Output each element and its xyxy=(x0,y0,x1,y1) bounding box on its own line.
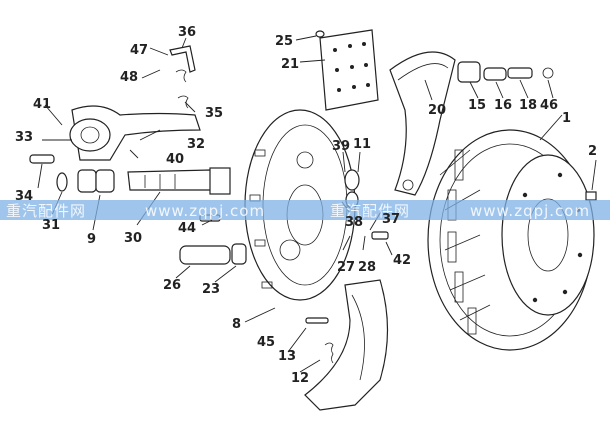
callout-20: 20 xyxy=(428,103,446,118)
brake-drum xyxy=(427,129,595,351)
watermark-cn-repeat: 重汽配件网 xyxy=(330,202,410,220)
callout-48: 48 xyxy=(120,70,138,85)
callout-26: 26 xyxy=(163,278,181,293)
slack-adjuster xyxy=(69,105,201,161)
callout-35: 35 xyxy=(205,106,223,121)
callout-33: 33 xyxy=(15,130,33,145)
callout-34: 34 xyxy=(15,189,33,204)
callout-27: 27 xyxy=(337,260,355,275)
callout-28: 28 xyxy=(358,260,376,275)
camshaft xyxy=(127,167,231,195)
small-parts xyxy=(29,30,597,364)
callout-15: 15 xyxy=(468,98,486,113)
callout-18: 18 xyxy=(519,98,537,113)
callout-39: 39 xyxy=(332,139,350,154)
watermark-url-repeat: www.zqpj.com xyxy=(470,202,590,220)
watermark-url: www.zqpj.com xyxy=(145,202,265,220)
callout-40: 40 xyxy=(166,152,184,167)
lower-brake-shoe xyxy=(304,279,389,411)
callout-36: 36 xyxy=(178,25,196,40)
callout-23: 23 xyxy=(202,282,220,297)
callout-31: 31 xyxy=(42,218,60,233)
upper-brake-shoe xyxy=(389,51,456,196)
callout-37: 37 xyxy=(382,212,400,227)
callout-44: 44 xyxy=(178,221,196,236)
callout-2: 2 xyxy=(588,144,597,159)
brake-lining xyxy=(319,29,379,111)
callout-42: 42 xyxy=(393,253,411,268)
callout-32: 32 xyxy=(187,137,205,152)
watermark-cn: 重汽配件网 xyxy=(6,202,86,220)
callout-46: 46 xyxy=(540,98,558,113)
callout-45: 45 xyxy=(257,335,275,350)
callout-12: 12 xyxy=(291,371,309,386)
callout-labels: 1 2 8 9 11 12 13 15 16 18 20 21 23 25 26… xyxy=(15,25,597,386)
callout-8: 8 xyxy=(232,317,241,332)
callout-1: 1 xyxy=(562,111,571,126)
callout-21: 21 xyxy=(281,57,299,72)
callout-16: 16 xyxy=(494,98,512,113)
callout-11: 11 xyxy=(353,137,371,152)
watermark-band xyxy=(0,200,610,220)
callout-13: 13 xyxy=(278,349,296,364)
callout-25: 25 xyxy=(275,34,293,49)
callout-38: 38 xyxy=(345,215,363,230)
callout-47: 47 xyxy=(130,43,148,58)
callout-41: 41 xyxy=(33,97,51,112)
callout-30: 30 xyxy=(124,231,142,246)
callout-9: 9 xyxy=(87,232,96,247)
